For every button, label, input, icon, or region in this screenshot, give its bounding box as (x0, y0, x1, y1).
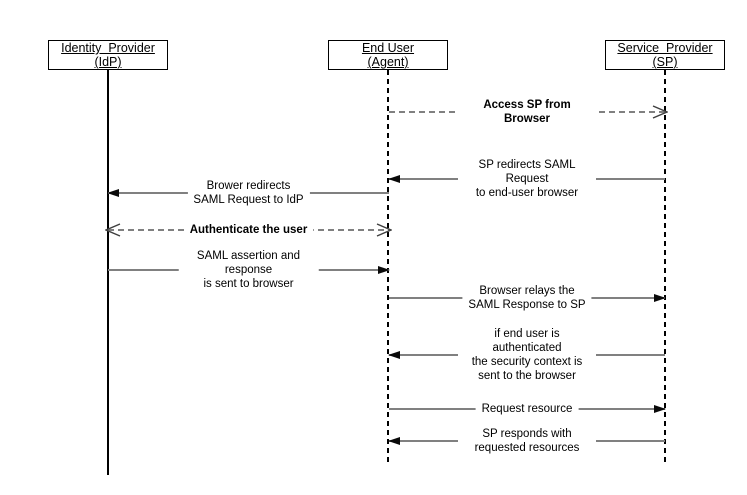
filled-arrowhead-left-icon (388, 350, 400, 359)
actor-subtitle: (SP) (652, 55, 678, 69)
filled-arrowhead-right-icon (378, 265, 390, 274)
filled-arrowhead-right-icon (654, 293, 666, 302)
message-label: Authenticate the user (183, 222, 314, 238)
filled-arrowhead-left-icon (388, 174, 400, 183)
actor-name: Service Provider (617, 41, 713, 55)
message-label: Brower redirects SAML Request to IdP (187, 178, 310, 208)
open-arrowhead-right-icon (376, 223, 392, 237)
filled-arrowhead-left-icon (107, 188, 119, 197)
lifeline-identity-provider (107, 70, 109, 475)
filled-arrowhead-left-icon (388, 436, 400, 445)
actor-box-end-user: End User (Agent) (328, 40, 448, 70)
filled-arrowhead-right-icon (654, 404, 666, 413)
message-label: Request resource (475, 401, 579, 417)
open-arrowhead-right-icon (652, 105, 668, 119)
actor-subtitle: (Agent) (367, 55, 409, 69)
actor-box-service-provider: Service Provider (SP) (605, 40, 725, 70)
message-label: if end user is authenticated the securit… (458, 326, 596, 384)
actor-subtitle: (IdP) (94, 55, 122, 69)
message-label: SAML assertion and response is sent to b… (178, 248, 319, 292)
actor-name: Identity Provider (61, 41, 155, 55)
lifeline-service-provider (664, 70, 666, 466)
open-arrowhead-left-icon (105, 223, 121, 237)
message-label: Browser relays the SAML Response to SP (462, 283, 592, 313)
actor-box-identity-provider: Identity Provider (IdP) (48, 40, 168, 70)
message-label: SP redirects SAML Request to end-user br… (458, 157, 596, 201)
actor-name: End User (361, 41, 415, 55)
message-label: Access SP from Browser (458, 97, 596, 127)
message-label: SP responds with requested resources (458, 426, 596, 456)
